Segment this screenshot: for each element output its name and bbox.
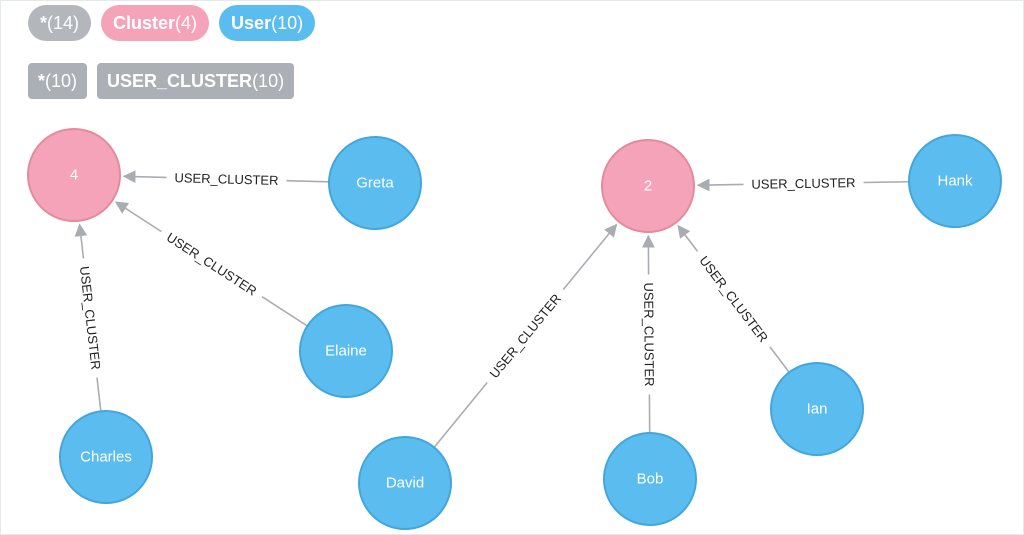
relationship-type-legend: *(10) USER_CLUSTER(10) — [28, 63, 295, 99]
node-circle — [59, 410, 153, 504]
legend-pill-user[interactable]: User(10) — [219, 5, 316, 41]
relationship-edge[interactable]: USER_CLUSTER — [114, 201, 308, 327]
node-label: 4 — [70, 167, 78, 184]
user-node[interactable]: Ian — [770, 362, 864, 456]
edge-label: USER_CLUSTER — [486, 291, 563, 381]
legend-pill-cluster[interactable]: Cluster(4) — [101, 5, 210, 41]
user-node[interactable]: Greta — [328, 136, 422, 230]
edge-label: USER_CLUSTER — [751, 175, 855, 192]
edge-line-arrow — [562, 223, 618, 291]
relationship-edge[interactable]: USER_CLUSTER — [677, 224, 790, 373]
node-label: 2 — [644, 178, 652, 195]
edge-line — [261, 296, 308, 327]
node-circle — [603, 432, 697, 526]
legend-pill-count: (10) — [252, 70, 285, 91]
edge-label: USER_CLUSTER — [174, 170, 278, 188]
edge-line-arrow — [74, 223, 88, 259]
legend-pill-count: (4) — [175, 12, 198, 33]
legend-pill-count: (10) — [271, 12, 304, 33]
legend-pill-all-nodes[interactable]: *(14) — [28, 5, 92, 41]
node-circle — [358, 436, 452, 530]
node-label: Bob — [637, 471, 664, 488]
legend-pill-user-cluster[interactable]: USER_CLUSTER(10) — [97, 63, 295, 99]
edge-line — [863, 180, 910, 184]
edge-label: USER_CLUSTER — [164, 230, 259, 299]
edge-line-arrow — [122, 170, 167, 184]
node-circle — [27, 128, 121, 222]
node-circle — [299, 304, 393, 398]
edge-line — [96, 377, 102, 412]
legend-pill-name: * — [38, 70, 46, 91]
node-label: David — [386, 475, 424, 492]
legend-pill-count: (14) — [47, 12, 80, 33]
relationship-edge[interactable]: USER_CLUSTER — [696, 175, 910, 192]
node-circle — [908, 134, 1002, 228]
user-node[interactable]: Elaine — [299, 304, 393, 398]
node-label: Charles — [80, 449, 132, 466]
edge-line — [769, 346, 790, 373]
node-label: Greta — [356, 175, 394, 192]
edge-line — [286, 179, 330, 183]
edge-line — [433, 381, 488, 448]
node-circle — [601, 139, 695, 233]
edge-label: USER_CLUSTER — [77, 265, 104, 370]
node-label: Ian — [807, 401, 828, 418]
edge-line-arrow — [114, 201, 162, 233]
node-circle — [328, 136, 422, 230]
relationship-edge[interactable]: USER_CLUSTER — [74, 223, 104, 412]
node-label-legend: *(14) Cluster(4) User(10) — [28, 5, 316, 41]
relationship-edge[interactable]: USER_CLUSTER — [641, 234, 657, 434]
relationship-edge[interactable]: USER_CLUSTER — [122, 170, 330, 188]
user-node[interactable]: David — [358, 436, 452, 530]
relationship-edge[interactable]: USER_CLUSTER — [433, 223, 618, 448]
node-circle — [770, 362, 864, 456]
legend-pill-name: User — [231, 12, 272, 33]
user-node[interactable]: Hank — [908, 134, 1002, 228]
legend-pill-all-relationships[interactable]: *(10) — [28, 63, 88, 99]
legend-pill-count: (10) — [45, 70, 78, 91]
node-label: Hank — [937, 173, 973, 190]
legend-pill-name: * — [40, 12, 48, 33]
node-label: Elaine — [325, 343, 367, 360]
cluster-node[interactable]: 2 — [601, 139, 695, 233]
edge-line-arrow — [696, 178, 744, 192]
user-node[interactable]: Charles — [59, 410, 153, 504]
edge-line-arrow — [677, 224, 699, 252]
edge-label: USER_CLUSTER — [696, 253, 771, 345]
cluster-node[interactable]: 4 — [27, 128, 121, 222]
user-node[interactable]: Bob — [603, 432, 697, 526]
legend-pill-name: Cluster — [113, 12, 176, 33]
edge-label: USER_CLUSTER — [641, 282, 657, 386]
legend-pill-name: USER_CLUSTER — [107, 70, 253, 91]
